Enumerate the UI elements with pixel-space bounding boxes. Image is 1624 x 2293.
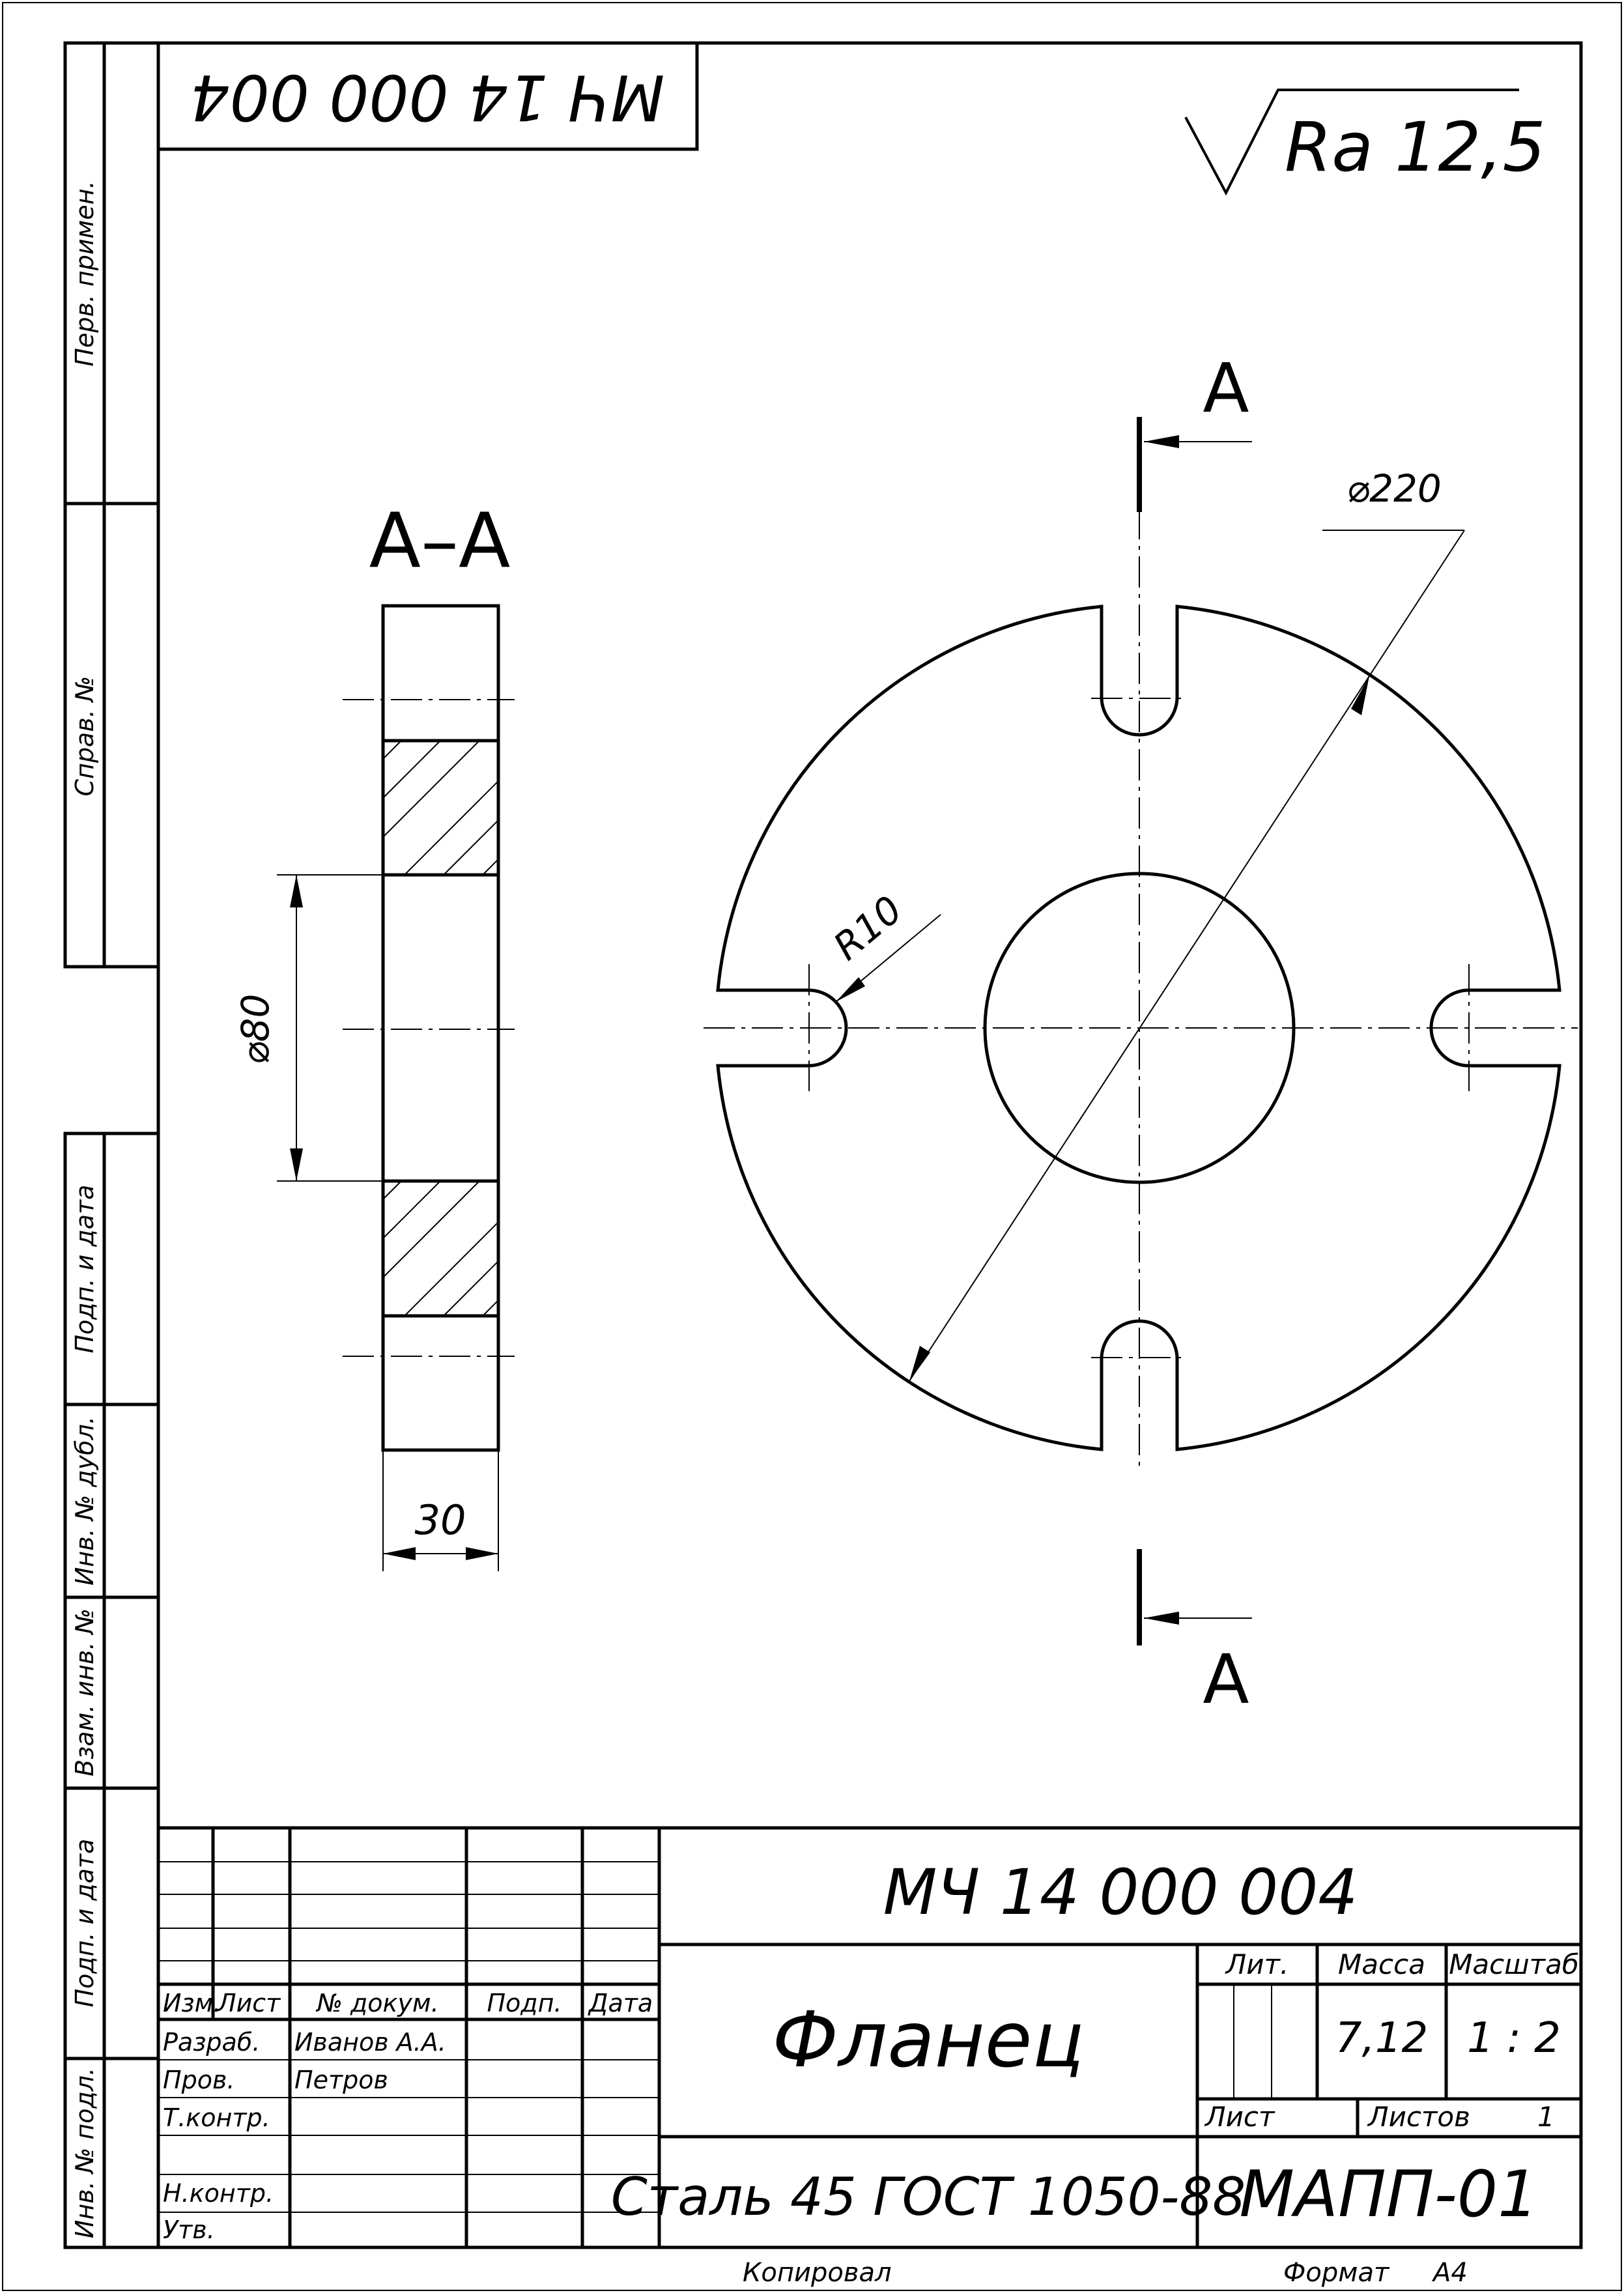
role-utv: Утв. (163, 2215, 215, 2244)
side-column: Перв. примен. Справ. № Подп. и дата Инв.… (63, 41, 160, 2249)
side-label-inv-no-podl: Инв. № подл. (70, 2068, 99, 2238)
scale-value: 1 : 2 (1467, 2014, 1561, 2062)
side-label-podp-i-data-2: Подп. и дата (70, 1839, 99, 2008)
title-material: Сталь 45 ГОСТ 1050-88 (611, 2167, 1246, 2227)
header-doc-no: № докум. (315, 1989, 438, 2017)
header-data: Дата (588, 1989, 653, 2017)
header-podp: Подп. (487, 1989, 562, 2017)
dim-thickness: 30 (382, 1450, 499, 1571)
side-label-perv-primen: Перв. примен. (70, 180, 99, 366)
dim-radius: R10 (825, 887, 941, 1003)
header-masshtab: Масштаб (1449, 1948, 1579, 1980)
side-label-inv-no-dubl: Инв. № дубл. (70, 1416, 99, 1586)
section-hatch-bottom (382, 1180, 499, 1317)
person-prov: Петров (294, 2066, 388, 2094)
drawing-number-stamp: МЧ 14 000 004 (156, 41, 699, 151)
side-label-sprav-no: Справ. № (70, 676, 99, 797)
role-nkontr: Н.контр. (163, 2179, 274, 2208)
footer-format-value: А4 (1431, 2258, 1468, 2288)
cut-mark-bottom-letter: А (1203, 1640, 1249, 1719)
side-label-podp-i-data-1: Подп. и дата (70, 1185, 99, 1354)
section-view-a-a: А–А (233, 497, 515, 1571)
roughness-value: Ra 12,5 (1285, 107, 1546, 187)
header-lit: Лит. (1225, 1948, 1289, 1980)
role-prov: Пров. (163, 2066, 235, 2094)
cut-mark-top-letter: А (1203, 349, 1249, 428)
cut-mark-bottom: А (1137, 1549, 1252, 1719)
footer-format-label: Формат (1283, 2258, 1390, 2288)
footer-copied: Копировал (743, 2258, 892, 2288)
role-tkontr: Т.контр. (163, 2103, 270, 2132)
drawing-frame (156, 41, 1583, 2249)
header-sheets: Листов (1367, 2101, 1470, 2133)
cut-mark-top: А (1137, 349, 1252, 512)
mass-value: 7,12 (1335, 2014, 1429, 2062)
header-list: Лист (216, 1989, 281, 2017)
dim-outer: ⌀220 (909, 466, 1465, 1382)
title-designation: МЧ 14 000 004 (883, 1856, 1358, 1929)
dim-bore: ⌀80 (233, 874, 383, 1182)
dim-bore-label: ⌀80 (233, 994, 278, 1065)
role-razrab: Разраб. (163, 2028, 260, 2057)
sheets-count: 1 (1537, 2101, 1555, 2133)
header-massa: Масса (1338, 1948, 1425, 1980)
header-sheet: Лист (1204, 2101, 1275, 2133)
title-block: МЧ 14 000 004 Фланец Сталь 45 ГОСТ 1050-… (156, 1826, 1583, 2249)
flange-outer-contour (716, 605, 1561, 1451)
dim-radius-label: R10 (825, 887, 911, 969)
title-part-name: Фланец (772, 1995, 1084, 2085)
section-outline (381, 604, 500, 1452)
section-title: А–А (369, 497, 511, 585)
dim-outer-label: ⌀220 (1346, 466, 1442, 511)
dim-thickness-label: 30 (415, 1496, 466, 1544)
section-hatch-top (382, 740, 499, 876)
header-izm: Изм. (163, 1989, 221, 2017)
front-view: ⌀220 R10 А А (704, 349, 1578, 1719)
person-razrab: Иванов А.А. (294, 2028, 446, 2057)
roughness-symbol: Ra 12,5 (1184, 89, 1546, 196)
stamp-text: МЧ 14 000 004 (190, 61, 665, 134)
title-organization: МАПП-01 (1239, 2158, 1538, 2232)
side-label-vzam-inv-no: Взам. инв. № (70, 1608, 99, 1776)
